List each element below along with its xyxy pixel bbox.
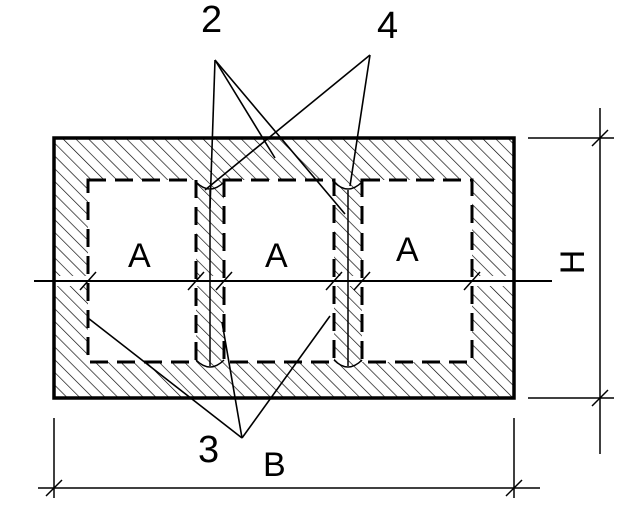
cell-1-outline: [86, 178, 198, 364]
dimension-height: [528, 108, 614, 454]
callout-label-4: 4: [377, 5, 398, 47]
outer-outline: [52, 136, 516, 400]
cell-label-3: A: [396, 231, 419, 269]
callout-label-3: 3: [198, 429, 219, 471]
cell-3-outline: [360, 178, 474, 364]
partition-rounding: [195, 181, 363, 368]
dimension-label-height: H: [554, 250, 592, 275]
cell-label-2: A: [265, 237, 288, 275]
cell-label-1: A: [128, 237, 151, 275]
leader-lines-3: [87, 315, 331, 439]
axis-ticks: [79, 271, 481, 291]
callout-label-2: 2: [201, 0, 222, 41]
cell-2-outline: [222, 178, 336, 364]
dimension-label-width: B: [263, 446, 286, 484]
dimension-width: [38, 418, 540, 498]
leader-lines-4: [204, 54, 371, 191]
